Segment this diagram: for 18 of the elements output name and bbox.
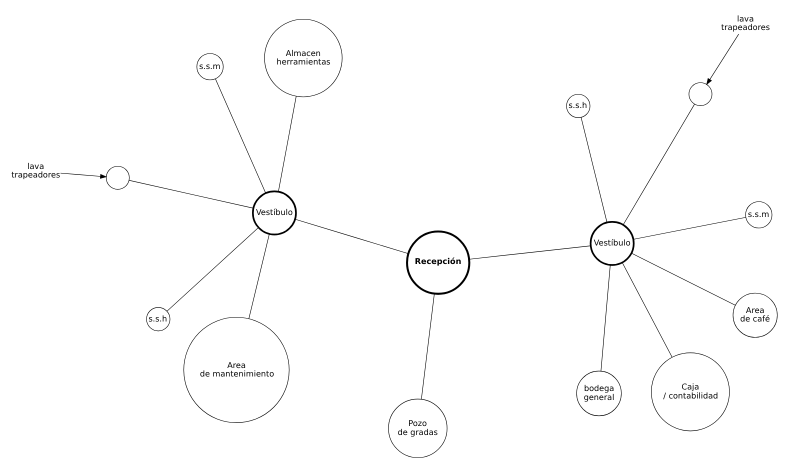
connector xyxy=(215,78,266,194)
connector xyxy=(631,252,736,306)
arrow xyxy=(706,34,740,86)
connector xyxy=(294,218,409,254)
connector xyxy=(580,117,608,223)
connector xyxy=(128,180,254,208)
connector xyxy=(421,293,435,400)
node-circle xyxy=(106,166,130,190)
connector xyxy=(248,234,270,320)
connector xyxy=(623,104,695,225)
connector xyxy=(622,262,672,358)
arrow xyxy=(60,172,108,179)
connector xyxy=(600,264,611,372)
connector xyxy=(278,96,297,192)
connector xyxy=(633,217,746,240)
connector xyxy=(468,246,591,260)
node-circle xyxy=(688,82,712,106)
connector xyxy=(166,227,259,312)
